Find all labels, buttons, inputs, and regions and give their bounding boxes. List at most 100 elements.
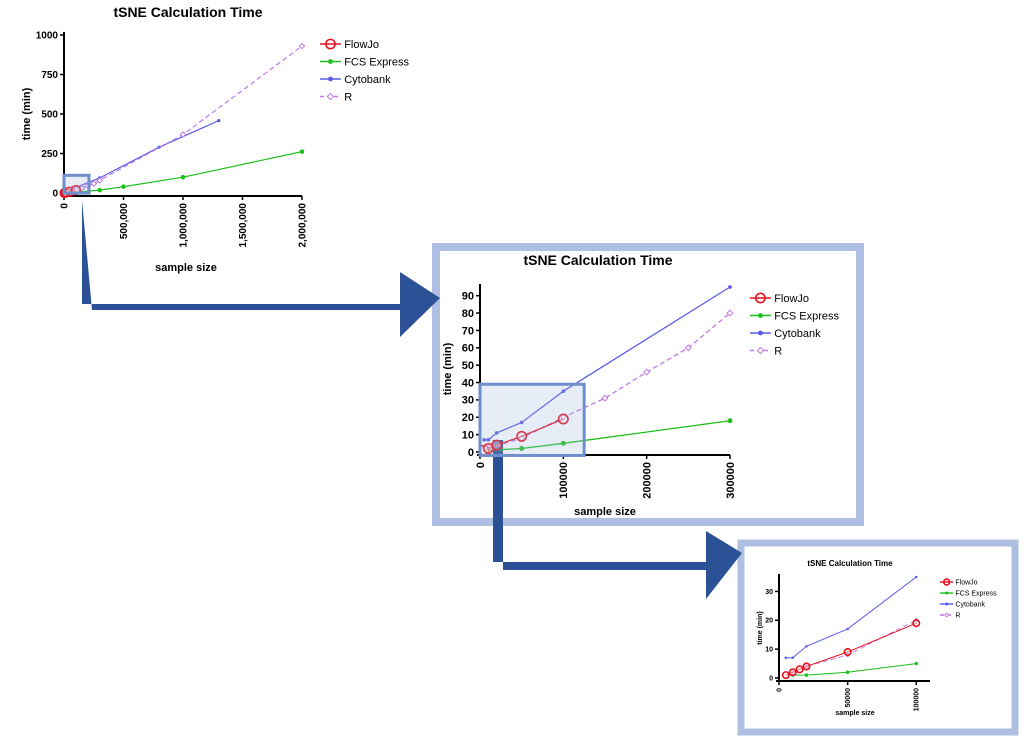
x-axis-label: sample size	[155, 262, 217, 274]
data-point-r	[96, 177, 104, 184]
data-point-cytobank	[494, 431, 499, 435]
chart-2: tSNE Calculation Time time (min) sample si…	[442, 252, 839, 518]
legend-label: Cytobank	[774, 328, 821, 340]
legend-marker	[758, 330, 763, 336]
series-line-r	[65, 45, 303, 194]
x-tick-label: 500,000	[119, 203, 130, 240]
data-point-fcs-express	[914, 661, 918, 666]
x-tick-label: 100000	[914, 688, 921, 711]
legend-marker	[326, 92, 335, 101]
data-point-cytobank	[915, 575, 918, 579]
x-tick-label: 0	[475, 462, 487, 468]
data-point-r	[726, 309, 734, 317]
y-tick-label: 1000	[36, 31, 59, 42]
legend-marker	[756, 346, 765, 355]
y-tick-label: 30	[462, 395, 474, 407]
legend-marker	[328, 59, 333, 64]
legend-label: FCS Express	[774, 311, 839, 323]
y-axis-label: time (min)	[21, 87, 33, 140]
legend-marker	[943, 612, 950, 618]
legend-label: R	[774, 346, 782, 358]
y-tick-label: 80	[462, 308, 474, 320]
data-point-cytobank	[791, 656, 794, 660]
zoom-region-box	[62, 173, 91, 195]
data-point-fcs-express	[121, 184, 126, 189]
chart-title: tSNE Calculation Time	[523, 252, 672, 268]
data-point-cytobank	[561, 389, 566, 394]
legend-marker	[758, 313, 763, 318]
data-point-cytobank	[846, 627, 849, 631]
y-tick-label: 750	[41, 70, 58, 81]
x-tick-label: 50000	[845, 688, 852, 708]
data-point-r	[601, 394, 609, 402]
zoom-region-box	[478, 382, 586, 457]
x-axis-label: sample size	[835, 710, 874, 717]
data-point-cytobank	[728, 285, 732, 289]
data-point-flowjo	[802, 662, 811, 671]
data-point-fcs-express	[180, 174, 186, 180]
legend-marker	[942, 578, 951, 586]
legend-label: Cytobank	[344, 74, 391, 86]
y-tick-label: 0	[769, 675, 773, 682]
legend-marker	[755, 292, 766, 304]
data-point-flowjo	[795, 665, 804, 674]
data-point-cytobank	[486, 438, 491, 442]
data-point-fcs-express	[727, 418, 733, 424]
chart-3-frame	[737, 539, 1019, 736]
legend-label: FCS Express	[344, 57, 409, 69]
y-tick-label: 70	[462, 325, 474, 337]
data-point-fcs-express	[299, 149, 305, 154]
series-line-fcs-express	[488, 420, 731, 451]
legend-label: FlowJo	[774, 293, 809, 305]
data-point-cytobank	[482, 438, 486, 442]
data-point-flowjo	[781, 671, 790, 680]
legend-label: R	[955, 613, 960, 620]
y-axis-label: time (min)	[442, 342, 454, 395]
x-tick-label: 200000	[642, 462, 654, 499]
legend-label: Cytobank	[955, 602, 985, 609]
zoom-arrow-1	[82, 200, 440, 337]
x-tick-label: 2,000,000	[298, 203, 309, 248]
data-point-fcs-express	[804, 673, 809, 677]
x-tick-label: 100000	[558, 462, 570, 499]
series-line-fcs-express	[65, 151, 303, 194]
x-tick-label: 1,000,000	[179, 203, 190, 248]
data-point-cytobank	[784, 656, 788, 660]
chart-3: tSNE Calculation Time time (min) sample si…	[757, 559, 997, 717]
y-tick-label: 20	[462, 412, 474, 424]
data-point-r	[643, 368, 651, 376]
y-tick-label: 50	[462, 360, 474, 372]
legend-label: FlowJo	[344, 39, 379, 51]
y-tick-label: 30	[765, 589, 773, 596]
legend-marker	[945, 602, 949, 606]
data-point-cytobank	[805, 644, 808, 648]
chart-title: tSNE Calculation Time	[113, 4, 262, 20]
data-point-r	[559, 413, 567, 421]
data-point-cytobank	[519, 420, 524, 425]
data-point-r	[90, 180, 98, 187]
data-point-r	[684, 344, 692, 352]
y-tick-label: 60	[462, 343, 474, 355]
data-point-flowjo	[516, 430, 528, 442]
x-tick-label: 300000	[725, 462, 737, 499]
y-tick-label: 90	[462, 291, 474, 303]
x-axis-label: sample size	[574, 506, 636, 518]
y-tick-label: 250	[41, 149, 58, 160]
x-tick-label: 0	[60, 203, 71, 209]
series-line-fcs-express	[792, 663, 917, 676]
data-point-fcs-express	[519, 446, 525, 451]
data-point-flowjo	[788, 668, 797, 677]
y-tick-label: 10	[462, 429, 474, 441]
y-tick-label: 10	[765, 647, 773, 654]
legend-marker	[328, 76, 333, 82]
legend-label: FCS Express	[955, 591, 997, 598]
y-tick-label: 40	[462, 377, 474, 389]
data-point-flowjo	[557, 413, 569, 425]
y-tick-label: 0	[468, 447, 474, 459]
y-axis-label: time (min)	[757, 611, 764, 644]
data-point-flowjo	[843, 647, 852, 657]
chart-title: tSNE Calculation Time	[807, 559, 893, 568]
series-line-flowjo	[483, 418, 564, 451]
data-point-flowjo	[912, 619, 921, 628]
x-tick-label: 1,500,000	[238, 203, 249, 248]
